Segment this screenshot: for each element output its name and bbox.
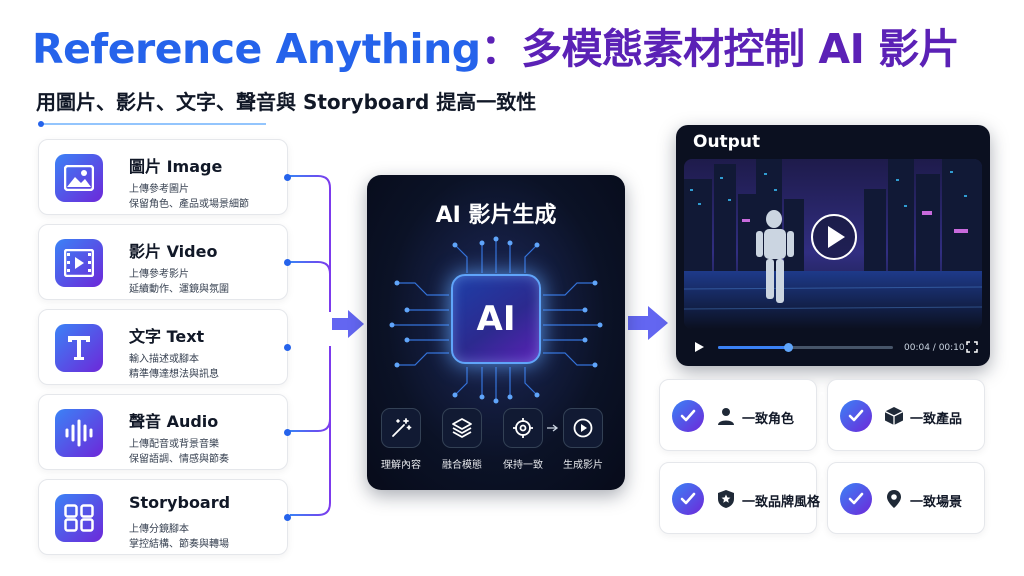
text-icon (55, 324, 103, 372)
input-card-image[interactable]: 圖片 Image 上傳參考圖片 保留角色、產品或場景細節 (38, 139, 291, 215)
ai-generator-panel: AI 影片生成 AI 理解內容 融合模態 保持一致 生成影片 (367, 175, 625, 490)
step-label: 融合模態 (442, 460, 482, 471)
feature-card-scene: 一致場景 (827, 462, 985, 534)
feature-label: 一致產品 (910, 412, 963, 427)
connector-dot (284, 344, 291, 351)
output-video-player: Output (676, 125, 990, 366)
box-icon (884, 407, 904, 425)
input-card-title: 圖片 Image (129, 157, 223, 176)
input-card-line2: 掌控結構、節奏與轉場 (129, 539, 229, 550)
title-cjk: 多模態素材控制 AI 影片 (521, 25, 960, 73)
generator-title: AI 影片生成 (435, 203, 557, 228)
location-pin-icon (887, 490, 901, 508)
input-card-title: 影片 Video (129, 242, 218, 261)
input-card-line1: 上傳配音或背景音樂 (129, 439, 219, 450)
input-card-line2: 保留角色、產品或場景細節 (129, 199, 249, 210)
input-card-text[interactable]: 文字 Text 輸入描述或腳本 精準傳達想法與訊息 (38, 309, 291, 385)
check-icon (840, 483, 872, 515)
target-icon (503, 408, 543, 448)
play-icon[interactable] (692, 340, 706, 354)
connector-dot (284, 514, 291, 521)
input-card-line1: 上傳參考影片 (129, 269, 189, 280)
feature-card-character: 一致角色 (659, 379, 817, 451)
progress-fill (718, 346, 788, 349)
output-title: Output (693, 132, 761, 152)
input-card-video[interactable]: 影片 Video 上傳參考影片 延續動作、運鏡與氛圍 (38, 224, 291, 300)
feature-card-brand-style: 一致品牌風格 (659, 462, 821, 534)
person-icon (718, 408, 734, 425)
ai-chip-label: AI (476, 299, 516, 339)
page-subtitle: 用圖片、影片、文字、聲音與 Storyboard 提高一致性 (36, 90, 537, 114)
connector-dot (284, 429, 291, 436)
input-card-line1: 上傳參考圖片 (129, 184, 189, 195)
input-card-line1: 輸入描述或腳本 (129, 354, 199, 365)
page-title: Reference Anything：多模態素材控制 AI 影片 (32, 24, 960, 74)
fullscreen-icon[interactable] (966, 341, 978, 353)
progress-track[interactable] (718, 343, 893, 352)
arrow-right-icon (332, 310, 364, 338)
title-colon: ： (480, 25, 522, 73)
input-card-storyboard[interactable]: Storyboard 上傳分鏡腳本 掌控結構、節奏與轉場 (38, 479, 291, 555)
input-card-line2: 精準傳達想法與訊息 (129, 369, 219, 380)
feature-card-product: 一致產品 (827, 379, 985, 451)
step-label: 生成影片 (563, 460, 603, 471)
ai-chip: AI (451, 274, 541, 364)
arrow-right-icon (628, 306, 668, 340)
progress-knob[interactable] (783, 343, 793, 352)
connector-dot (284, 259, 291, 266)
title-latin: Reference Anything (32, 25, 481, 73)
input-card-audio[interactable]: 聲音 Audio 上傳配音或背景音樂 保留語調、情感與節奏 (38, 394, 291, 470)
feature-label: 一致品牌風格 (742, 495, 821, 510)
city-robot-scene (684, 159, 982, 329)
audio-icon (55, 409, 103, 457)
layers-icon (442, 408, 482, 448)
input-card-title: 文字 Text (129, 327, 205, 346)
circuit-traces (389, 236, 603, 404)
check-icon (672, 400, 704, 432)
input-card-line2: 延續動作、運鏡與氛圍 (129, 284, 229, 295)
input-card-line1: 上傳分鏡腳本 (129, 524, 189, 535)
feature-label: 一致角色 (742, 412, 795, 427)
step-label: 保持一致 (503, 460, 543, 471)
step-label: 理解內容 (381, 460, 421, 471)
time-display: 00:04 / 00:10 (904, 343, 965, 353)
input-card-title: 聲音 Audio (129, 412, 219, 431)
video-icon (55, 239, 103, 287)
magic-wand-icon (381, 408, 421, 448)
check-icon (672, 483, 704, 515)
title-underline (38, 121, 266, 127)
check-icon (840, 400, 872, 432)
play-circle-icon (563, 408, 603, 448)
feature-label: 一致場景 (910, 495, 963, 510)
input-card-title: Storyboard (129, 493, 231, 512)
image-icon (55, 154, 103, 202)
shield-star-icon (718, 490, 734, 508)
arrow-right-icon (547, 424, 559, 432)
connector-dot (284, 174, 291, 181)
input-card-line2: 保留語調、情感與節奏 (129, 454, 229, 465)
video-frame[interactable] (684, 159, 982, 329)
storyboard-icon (55, 494, 103, 542)
